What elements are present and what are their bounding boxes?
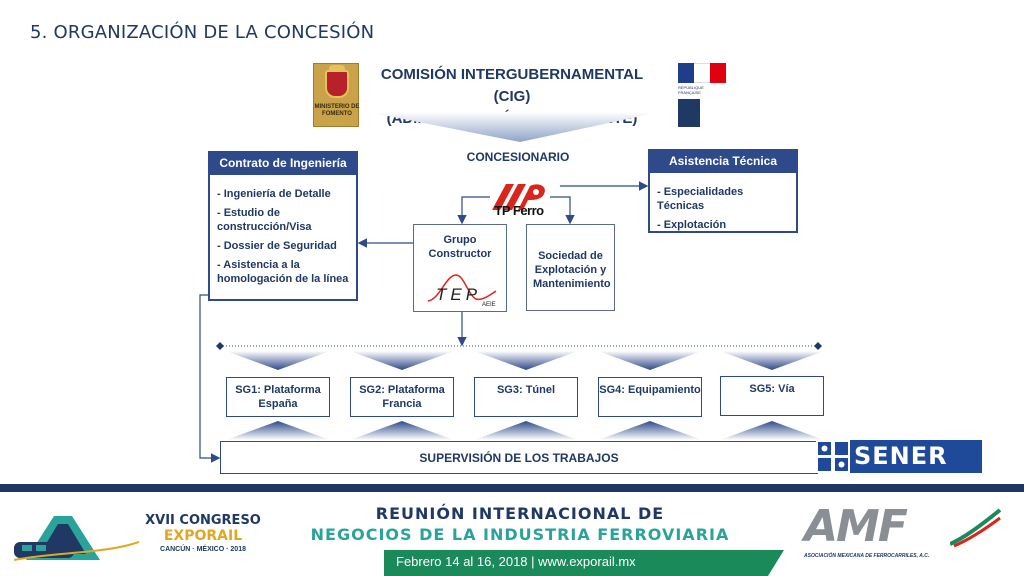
chevron-up-sg1 — [226, 421, 330, 440]
footer-title-line1: REUNIÓN INTERNACIONAL DE — [375, 504, 665, 523]
contrato-item-1: - Ingeniería de Detalle — [217, 188, 331, 200]
cig-funnel — [368, 112, 660, 142]
footer-title: REUNIÓN INTERNACIONAL DE NEGOCIOS DE LA … — [290, 503, 750, 545]
tep-logo-icon — [427, 274, 497, 302]
contrato-item-4: - Asistencia a la homologación de la lín… — [217, 259, 349, 285]
supervision-box: SUPERVISIÓN DE LOS TRABAJOS — [220, 441, 818, 474]
footer-date-banner: Febrero 14 al 16, 2018 | www.exporail.mx — [384, 550, 784, 576]
ministerio-logo-text: MINISTERIO DE FOMENTO — [314, 104, 360, 117]
grupo-label: Grupo Constructor — [428, 234, 492, 260]
tep-logo-sub: AEIE — [482, 302, 496, 308]
slide-title: 5. ORGANIZACIÓN DE LA CONCESIÓN — [30, 22, 375, 43]
flag-red-icon — [710, 63, 726, 83]
ministerio-fomento-logo: MINISTERIO DE FOMENTO — [313, 63, 360, 127]
exporail-line3: CANCÚN · MÉXICO · 2018 — [160, 546, 246, 553]
chevron-down-sg2 — [350, 351, 454, 370]
chevron-down-sg1 — [226, 351, 330, 370]
sg1-box: SG1: Plataforma España — [226, 377, 330, 417]
flag-blue-icon — [678, 63, 694, 83]
arrow-to-grupo — [457, 196, 490, 225]
tp-ferro-logo-icon — [492, 184, 545, 210]
sg3-box: SG3: Túnel — [474, 377, 578, 417]
connectors-svg — [199, 112, 824, 463]
sg5-box: SG5: Vía — [720, 376, 824, 416]
chevron-up-sg4 — [598, 421, 702, 440]
sener-text: SENER — [854, 442, 948, 470]
grupo-constructor-box: Grupo Constructor TEP AEIE — [413, 224, 507, 312]
contrato-item-3: - Dossier de Seguridad — [217, 240, 337, 252]
exporail-logo: XVII CONGRESO EXPORAIL CANCÚN · MÉXICO ·… — [14, 508, 264, 568]
crown-icon — [329, 65, 345, 71]
footer-title-line2: NEGOCIOS DE LA INDUSTRIA FERROVIARIA — [310, 525, 730, 544]
ministere-mark-icon — [678, 99, 700, 127]
pyramid-train-icon — [14, 516, 139, 561]
exporail-line2: EXPORAIL — [163, 528, 243, 544]
chevron-up-sg3 — [474, 421, 578, 440]
chevron-up-sg5 — [720, 421, 824, 440]
line-end-right — [814, 342, 822, 350]
sociedad-label: Sociedad de Explotación y Mantenimiento — [533, 250, 611, 290]
sener-logo: SENER — [816, 440, 982, 473]
tp-ferro-text: TP Ferro — [494, 203, 544, 218]
amf-swoosh-icon — [950, 508, 1002, 548]
asistencia-item-1: - Especialidades Técnicas — [657, 186, 744, 212]
sener-mark-icon — [816, 440, 850, 473]
asistencia-title: Asistencia Técnica — [650, 151, 796, 173]
chevron-up-sg2 — [350, 421, 454, 440]
contrato-list: - Ingeniería de Detalle - Estudio de con… — [210, 175, 356, 286]
contrato-ingenieria-box: Contrato de Ingeniería - Ingeniería de D… — [208, 151, 358, 301]
footer-date-text: Febrero 14 al 16, 2018 | www.exporail.mx — [396, 554, 636, 569]
chevron-down-sg3 — [474, 351, 578, 370]
tep-logo-text: TEP — [436, 285, 482, 304]
amf-sub: ASOCIACIÓN MEXICANA DE FERROCARRILES, A.… — [804, 553, 930, 559]
sg2-box: SG2: Plataforma Francia — [350, 377, 454, 417]
concesionario-label: CONCESIONARIO — [466, 150, 570, 164]
asistencia-tecnica-box: Asistencia Técnica - Especialidades Técn… — [648, 149, 798, 233]
contrato-item-2: - Estudio de construcción/Visa — [217, 207, 312, 233]
contrato-title: Contrato de Ingeniería — [210, 153, 356, 175]
arrow-contrato-to-supervision — [199, 294, 221, 463]
asistencia-item-2: - Explotación — [657, 219, 727, 231]
arrow-to-sociedad — [550, 196, 575, 225]
flag-white-icon — [694, 63, 710, 83]
asistencia-list: - Especialidades Técnicas - Explotación — [650, 173, 796, 232]
footer-band — [0, 484, 1024, 492]
republique-text: RÉPUBLIQUE FRANÇAISE — [678, 85, 704, 95]
chevron-down-sg5 — [720, 351, 824, 370]
cig-title-line1: COMISIÓN INTERGUBERNAMENTAL (CIG) — [380, 66, 644, 105]
exporail-line1: XVII CONGRESO — [145, 513, 261, 528]
line-end-left — [216, 342, 224, 350]
chevron-down-sg4 — [598, 351, 702, 370]
sg4-box: SG4: Equipamiento — [598, 377, 702, 417]
amf-logo: AMF ASOCIACIÓN MEXICANA DE FERROCARRILES… — [800, 502, 1010, 568]
sociedad-explotacion-box: Sociedad de Explotación y Mantenimiento — [526, 224, 615, 311]
republique-francaise-logo: RÉPUBLIQUE FRANÇAISE — [678, 63, 726, 127]
amf-mark: AMF — [804, 501, 908, 552]
coat-of-arms-icon — [325, 70, 349, 98]
